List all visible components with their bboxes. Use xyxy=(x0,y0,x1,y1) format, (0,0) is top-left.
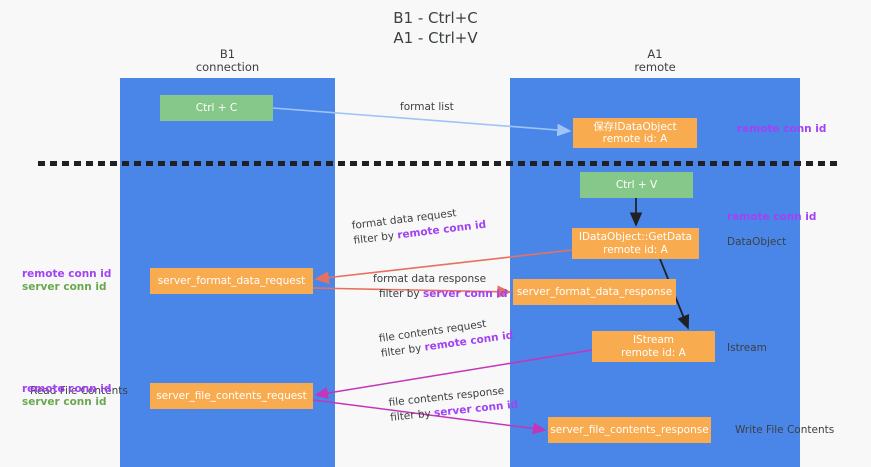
edge-label-format-list: format list xyxy=(400,100,454,115)
filter-prefix: filter by xyxy=(379,288,423,300)
title-line-1: B1 - Ctrl+C xyxy=(393,9,478,27)
column-header-b1: B1 connection xyxy=(120,48,335,74)
edge-label-format-list-text: format list xyxy=(400,101,454,113)
column-header-b1-name: B1 xyxy=(219,47,236,61)
box-server-format-data-response[interactable]: server_format_data_response xyxy=(513,279,676,305)
box-save-idataobject-line2: remote id: A xyxy=(602,133,668,145)
box-server-format-data-response-label: server_format_data_response xyxy=(516,285,673,298)
box-server-file-contents-response[interactable]: server_file_contents_response xyxy=(548,417,711,443)
box-save-idataobject-line1: 保存IDataObject xyxy=(593,120,677,133)
box-server-format-data-request-label: server_format_data_request xyxy=(157,274,306,287)
box-save-idataobject[interactable]: 保存IDataObject remote id: A xyxy=(573,118,697,148)
annotation-write-file-contents: Write File Contents xyxy=(735,424,835,436)
box-istream-line2: remote id: A xyxy=(621,346,686,359)
column-header-a1-name: A1 xyxy=(647,47,663,61)
column-header-b1-role: connection xyxy=(195,60,260,74)
connector-file-contents-request xyxy=(314,349,593,399)
box-istream[interactable]: IStream remote id: A xyxy=(592,331,715,362)
annotation-read-file-contents: Read File Contents xyxy=(30,385,128,397)
box-idataobject-getdata-line1: IDataObject::GetData xyxy=(578,231,693,243)
box-ctrl-c[interactable]: Ctrl + C xyxy=(160,95,273,121)
annotation-left-server-conn-id-1: server conn id xyxy=(22,281,107,293)
page-title: B1 - Ctrl+C A1 - Ctrl+V xyxy=(0,8,871,48)
box-server-file-contents-response-label: server_file_contents_response xyxy=(550,423,709,436)
box-idataobject-getdata[interactable]: IDataObject::GetData remote id: A xyxy=(572,228,699,259)
annotation-left-server-conn-id-2: server conn id xyxy=(22,396,107,408)
annotation-left-remote-conn-id-2: remote conn id xyxy=(22,383,112,395)
connector-format-list xyxy=(272,107,572,137)
edge-label-format-data-response-text: format data response xyxy=(373,273,487,285)
box-idataobject-getdata-line2: remote id: A xyxy=(603,243,668,256)
edge-label-format-data-response: format data response filter by server co… xyxy=(373,272,508,302)
filter-prefix: filter by xyxy=(389,407,435,424)
box-server-file-contents-request-label: server_file_contents_request xyxy=(156,389,307,402)
box-server-format-data-request[interactable]: server_format_data_request xyxy=(150,268,313,294)
connector-format-data-response xyxy=(312,285,512,299)
connector-file-contents-response xyxy=(312,399,547,435)
box-ctrl-v[interactable]: Ctrl + V xyxy=(580,172,693,198)
box-istream-line1: IStream xyxy=(632,334,675,346)
edge-label-format-data-response-filter: filter by server conn id xyxy=(379,287,508,302)
connector-format-data-request xyxy=(314,249,573,284)
box-ctrl-c-label: Ctrl + C xyxy=(195,101,238,114)
column-header-a1: A1 remote xyxy=(510,48,800,74)
filter-key-server-conn-id: server conn id xyxy=(422,288,508,300)
annotation-remote-conn-id-top: remote conn id xyxy=(737,123,827,135)
annotation-remote-conn-id-mid: remote conn id xyxy=(727,211,817,223)
annotation-left-conn-ids-2: remote conn id server conn id xyxy=(22,383,111,409)
phase-divider xyxy=(38,161,838,166)
filter-prefix: filter by xyxy=(352,229,399,247)
box-ctrl-v-label: Ctrl + V xyxy=(615,178,658,191)
annotation-istream: Istream xyxy=(727,342,767,354)
annotation-dataobject: DataObject xyxy=(727,236,787,248)
box-server-file-contents-request[interactable]: server_file_contents_request xyxy=(150,383,313,409)
annotation-left-remote-conn-id-1: remote conn id xyxy=(22,268,112,280)
title-line-2: A1 - Ctrl+V xyxy=(393,29,478,47)
column-header-a1-role: remote xyxy=(634,60,676,74)
annotation-left-conn-ids-1: remote conn id server conn id xyxy=(22,268,111,294)
